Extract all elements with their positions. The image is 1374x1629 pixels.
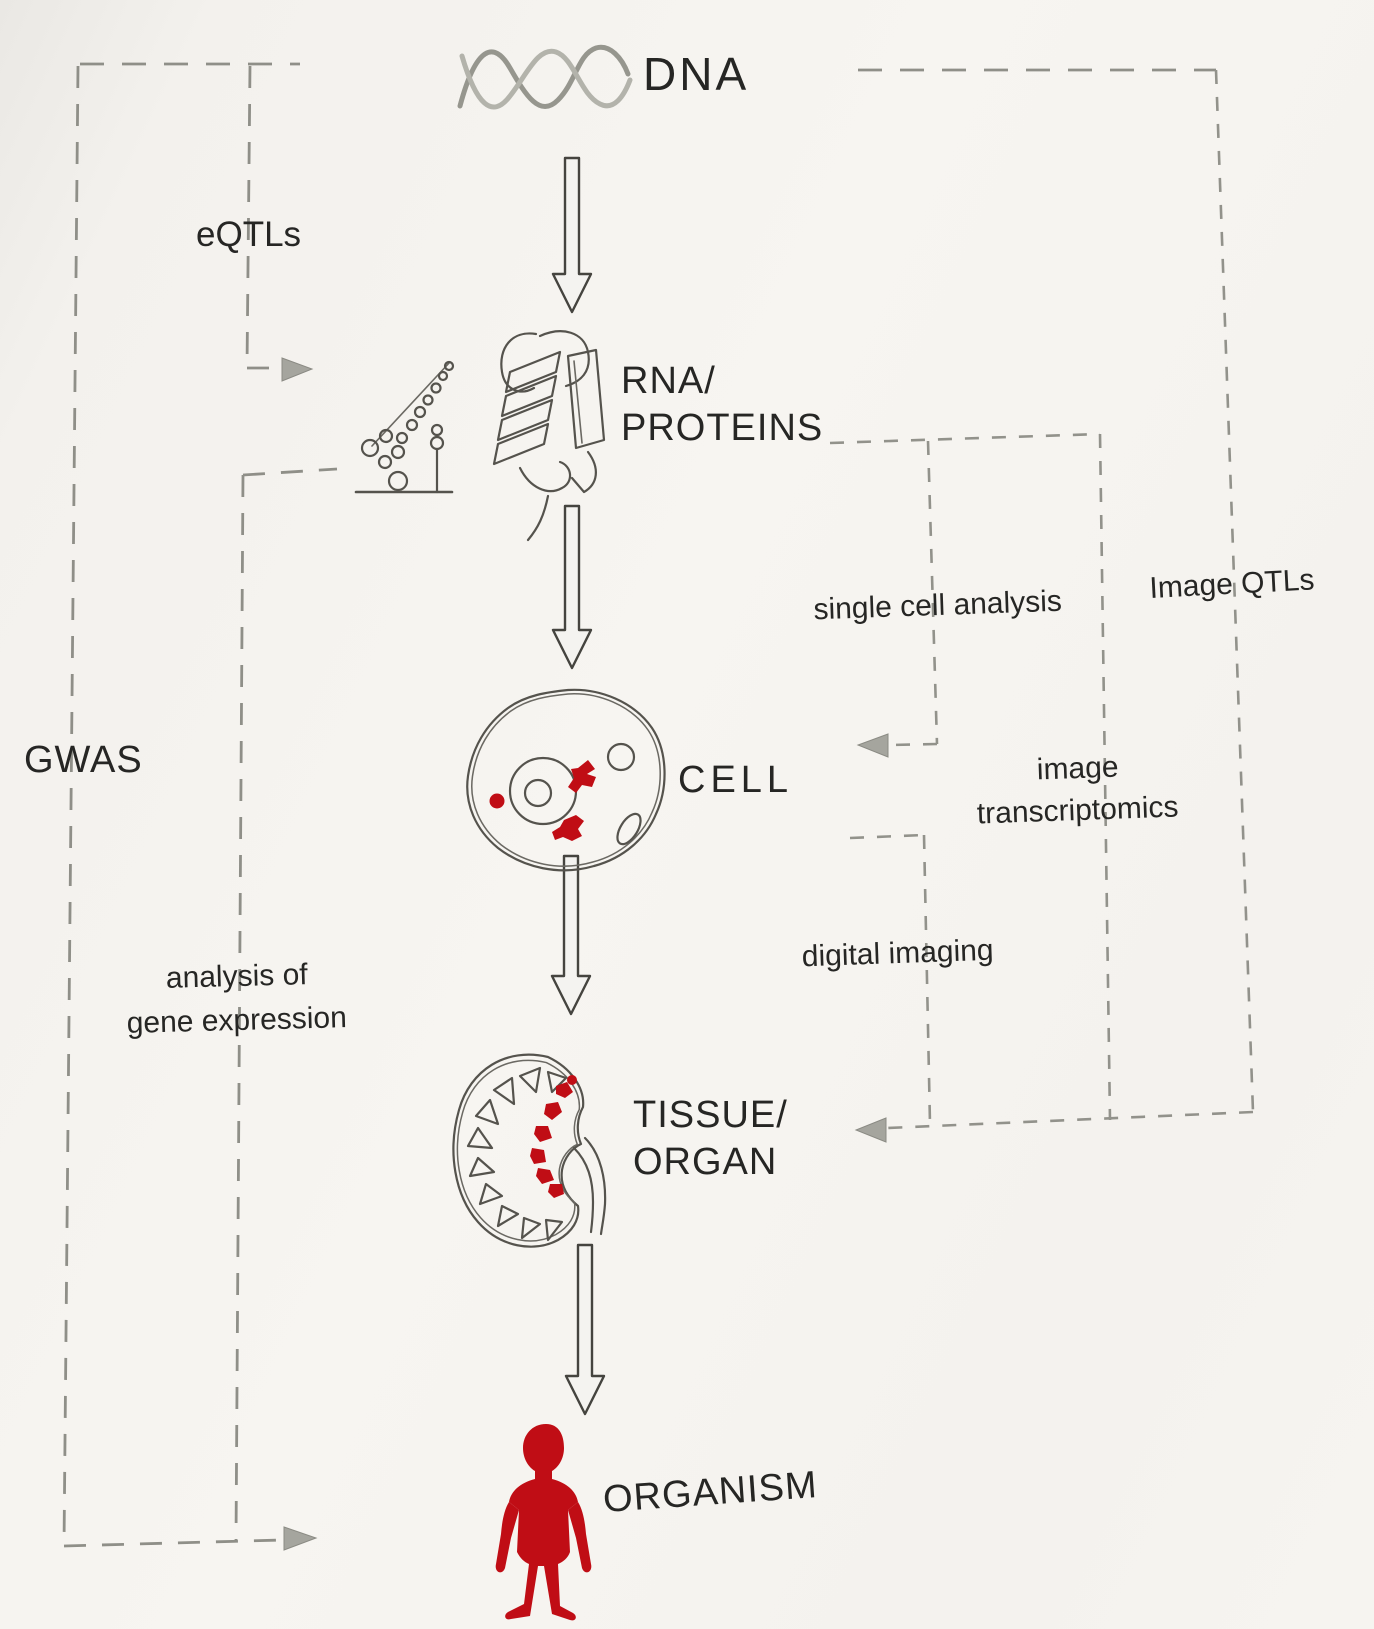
arrow-dna-to-rna [551,156,593,314]
gene-expression-connector-line [234,467,338,1542]
image-transcriptomics-label-line2: transcriptomics [976,790,1179,830]
image-transcriptomics-label-line1: image [1036,751,1119,787]
arrowhead-to-rna [281,357,314,382]
kidney-red-markers [530,1075,577,1198]
proteins-branch-line [829,432,1112,1121]
single-cell-connector-line [889,440,939,747]
eqtls-connector-line [245,65,280,370]
organism-label: ORGANISM [602,1464,819,1521]
tissue-organ-label-line1: TISSUE/ [633,1094,788,1136]
cell-red-marker-dot [489,793,505,809]
kidney-icon [452,1053,607,1248]
image-qtls-label: Image QTLs [1149,563,1316,605]
cell-icon [466,688,666,872]
rna-proteins-label-line1: RNA/ [621,360,716,402]
gwas-label: GWAS [24,739,143,781]
protein-structure-icon [492,330,606,542]
arrow-rna-to-cell [551,504,593,670]
dna-label: DNA [643,48,749,100]
dna-helix-icon [457,44,633,110]
cell-red-marker-1 [568,760,596,793]
arrowhead-to-organism [283,1526,318,1551]
image-qtls-connector-line [858,68,1255,1113]
arrowhead-to-tissue [854,1117,887,1143]
organism-human-icon [495,1424,592,1621]
rna-proteins-label-line2: PROTEINS [621,407,823,449]
cell-red-marker-2 [552,815,584,841]
ureter [572,1136,607,1236]
arrowhead-to-cell [856,733,889,758]
rna-structure-icon [354,360,455,494]
digital-imaging-label: digital imaging [801,934,994,974]
eqtls-label: eQTLs [196,215,301,254]
arrow-cell-to-tissue [550,854,592,1016]
tissue-organ-label-line2: ORGAN [633,1141,777,1183]
single-cell-analysis-label: single cell analysis [813,585,1062,627]
imaging-merge-line [887,1110,1254,1130]
kidney-lobes [466,1066,568,1242]
analysis-gene-expression-label-line1: analysis of [165,958,308,995]
cell-label: CELL [678,759,793,801]
digital-imaging-connector-line [849,833,932,1125]
arrow-tissue-to-organism [564,1243,606,1416]
gwas-connector-line [62,62,300,1548]
analysis-gene-expression-label-line2: gene expression [126,1001,347,1040]
